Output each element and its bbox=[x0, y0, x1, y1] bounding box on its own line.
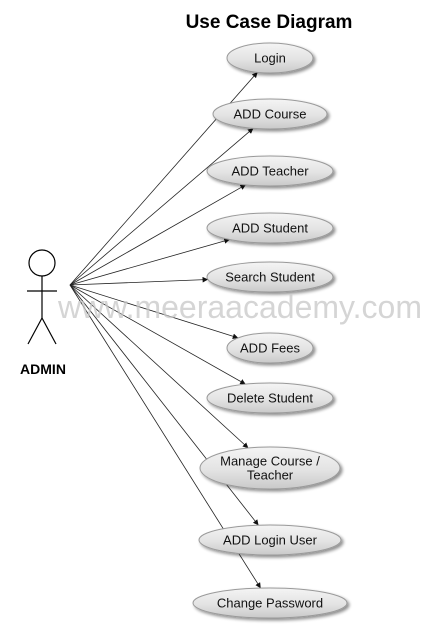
association-line bbox=[69, 284, 259, 526]
use-case-shape[interactable] bbox=[199, 446, 341, 490]
use-case[interactable]: ADD Student bbox=[206, 212, 334, 244]
use-case-label: Teacher bbox=[247, 468, 294, 483]
diagram-title: Use Case Diagram bbox=[186, 12, 353, 33]
use-case[interactable]: ADD Course bbox=[212, 98, 328, 130]
use-case-label: ADD Login User bbox=[223, 533, 318, 548]
use-case-label: Login bbox=[254, 51, 286, 66]
use-case-shape[interactable] bbox=[198, 524, 342, 556]
use-case-label: Delete Student bbox=[227, 391, 313, 406]
use-case[interactable]: ADD Login User bbox=[198, 524, 342, 556]
use-case-shape[interactable] bbox=[206, 261, 334, 293]
association-line bbox=[69, 284, 246, 385]
use-case-label: ADD Student bbox=[232, 221, 308, 236]
use-case-label: ADD Course bbox=[234, 107, 307, 122]
use-case-shape[interactable] bbox=[226, 42, 314, 74]
association-line bbox=[69, 127, 254, 286]
use-case-label: ADD Teacher bbox=[231, 164, 309, 179]
use-case-label: Search Student bbox=[225, 270, 315, 285]
use-case-shape[interactable] bbox=[206, 212, 334, 244]
use-case[interactable]: Login bbox=[226, 42, 314, 74]
use-case-shape[interactable] bbox=[206, 155, 334, 187]
association-line bbox=[69, 284, 239, 339]
use-case[interactable]: ADD Teacher bbox=[206, 155, 334, 187]
use-case-shape[interactable] bbox=[192, 587, 348, 619]
actor-head bbox=[28, 249, 56, 277]
use-case-label: ADD Fees bbox=[240, 341, 300, 356]
use-case-shape[interactable] bbox=[212, 98, 328, 130]
use-case[interactable]: Change Password bbox=[192, 587, 348, 619]
use-case[interactable]: Delete Student bbox=[206, 382, 334, 414]
actor-label: ADMIN bbox=[20, 361, 66, 377]
use-case-shape[interactable] bbox=[206, 382, 334, 414]
use-case[interactable]: Search Student bbox=[206, 261, 334, 293]
use-case[interactable]: Manage Course /Teacher bbox=[199, 446, 341, 490]
association-line bbox=[69, 276, 209, 286]
association-line bbox=[69, 238, 230, 286]
watermark: www.meeraacademy.com bbox=[57, 289, 422, 325]
use-case[interactable]: ADD Fees bbox=[226, 332, 314, 364]
actor-right-leg bbox=[41, 317, 57, 345]
use-case-shape[interactable] bbox=[226, 332, 314, 364]
association-lines bbox=[69, 72, 261, 589]
association-line bbox=[69, 184, 246, 286]
actor-left-leg bbox=[27, 317, 43, 345]
association-line bbox=[69, 284, 249, 449]
actor-admin: ADMIN bbox=[20, 249, 66, 377]
use-case-label: Change Password bbox=[217, 596, 323, 611]
use-case-label: Manage Course / bbox=[220, 454, 320, 469]
